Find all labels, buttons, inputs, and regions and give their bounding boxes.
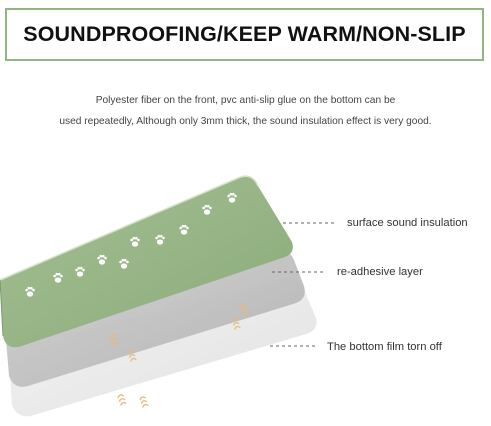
callout-adhesive: re-adhesive layer bbox=[337, 266, 423, 278]
description-line-2: used repeatedly, Although only 3mm thick… bbox=[59, 116, 432, 127]
adhesive-layer bbox=[5, 249, 305, 387]
surface-layer bbox=[0, 175, 293, 348]
page-title: SOUNDPROOFING/KEEP WARM/NON-SLIP bbox=[23, 22, 466, 46]
title-banner: SOUNDPROOFING/KEEP WARM/NON-SLIP bbox=[5, 8, 484, 61]
callout-surface: surface sound insulation bbox=[347, 217, 468, 229]
callout-bottom-film: The bottom film torn off bbox=[327, 341, 442, 353]
layer-diagram bbox=[0, 175, 337, 417]
description-line-1: Polyester fiber on the front, pvc anti-s… bbox=[95, 95, 396, 106]
callout-lines bbox=[270, 222, 337, 347]
